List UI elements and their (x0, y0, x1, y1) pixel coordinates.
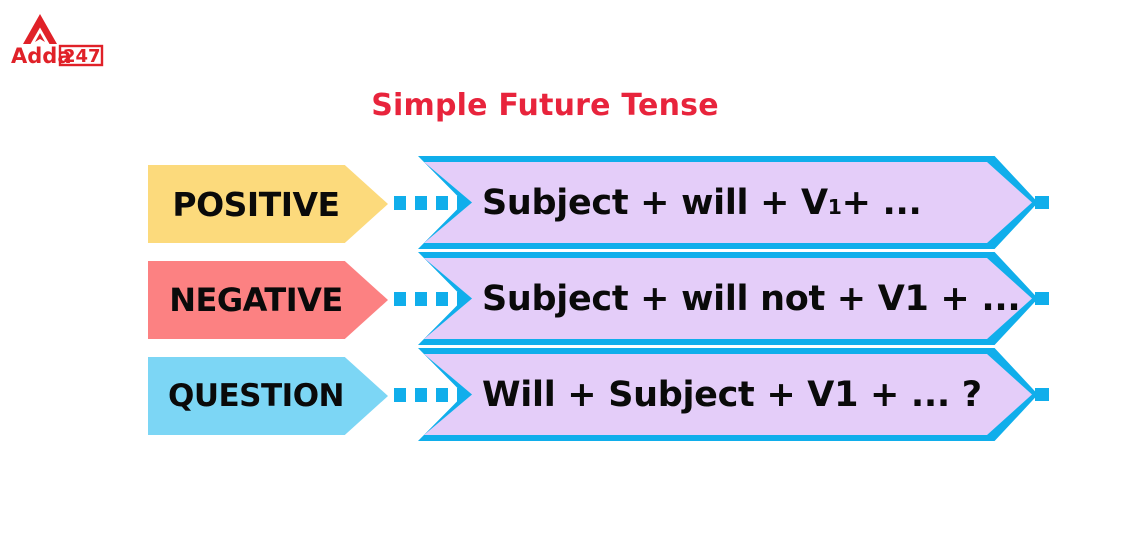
banner-fill (424, 162, 1032, 243)
formula-banner-question: Will + Subject + V1 + ... ? (418, 348, 1049, 441)
adda247-logo: Adda 247 (10, 8, 130, 68)
dash-square (436, 292, 448, 306)
dash-square (415, 196, 427, 210)
tense-row: NEGATIVE Subject + will not + V1 + ... (0, 252, 1141, 348)
adda247-logo-icon: Adda 247 (11, 14, 104, 68)
banner-tip-nub (1035, 196, 1049, 209)
dash-square (394, 196, 406, 210)
dash-square (436, 388, 448, 402)
tense-label-text: QUESTION (167, 378, 345, 414)
tense-row: QUESTION Will + Subject + V1 + ... ? (0, 348, 1141, 444)
dash-square (394, 292, 406, 306)
banner-tip-nub (1035, 292, 1049, 305)
formula-segment: + ... (841, 182, 922, 223)
formula-text: Subject + will not + V1 + ... (418, 252, 1038, 345)
formula-segment: Subject + will + V (482, 182, 828, 223)
formula-banner-negative: Subject + will not + V1 + ... (418, 252, 1049, 345)
tense-label-negative: NEGATIVE (148, 261, 388, 339)
formula-text: Will + Subject + V1 + ... ? (418, 348, 1038, 441)
dash-square (415, 292, 427, 306)
tense-label-positive: POSITIVE (148, 165, 388, 243)
formula-segment: Will + Subject + V1 + ... ? (482, 374, 982, 415)
formula-subscript: 1 (827, 194, 842, 219)
banner-tip-nub (1035, 388, 1049, 401)
banner-fill (424, 258, 1032, 339)
svg-text:247: 247 (63, 46, 101, 67)
dash-square (415, 388, 427, 402)
dash-square (436, 196, 448, 210)
banner-fill (424, 354, 1032, 435)
tense-label-question: QUESTION (148, 357, 388, 435)
tense-label-text: POSITIVE (172, 184, 340, 224)
tense-label-text: NEGATIVE (169, 281, 343, 319)
dash-square (394, 388, 406, 402)
formula-segment: Subject + will not + V1 + ... (482, 278, 1021, 319)
page-title: Simple Future Tense (371, 88, 719, 123)
